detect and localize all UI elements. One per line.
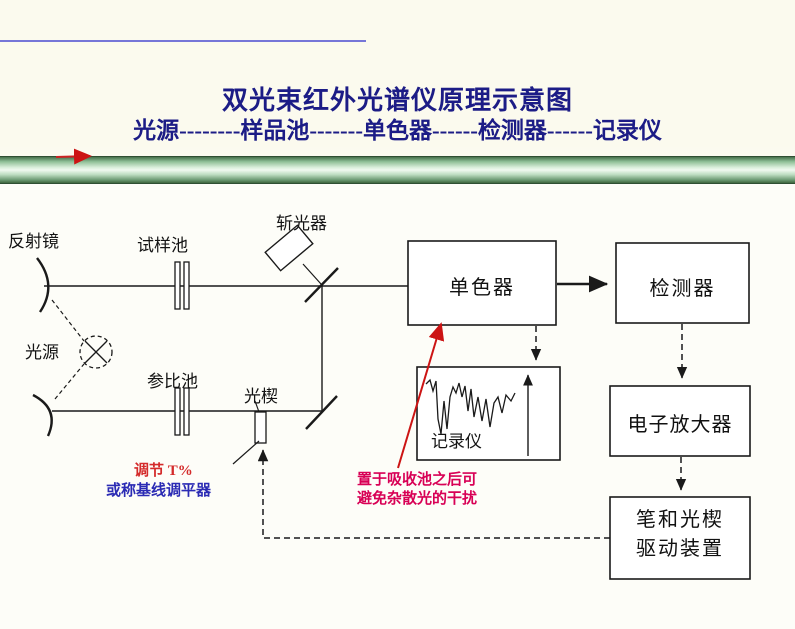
sample-cell-label: 试样池 — [137, 236, 188, 255]
sample-cell-symbol — [174, 261, 190, 310]
light-source-symbol — [51, 299, 113, 400]
amplifier-label: 电子放大器 — [627, 414, 733, 436]
detector-box — [615, 242, 750, 324]
bottom-fold-mirror — [305, 395, 338, 430]
monochromator-box — [407, 240, 557, 326]
bottom-reflector-mirror — [32, 393, 53, 437]
pen-drive-label-line1: 笔和光楔 — [636, 509, 724, 531]
top-reflector-mirror — [36, 257, 50, 313]
top-fold-mirror — [304, 267, 339, 303]
stray-light-note-line2: 避免杂散光的干扰 — [356, 491, 477, 507]
flow-subtitle: 光源--------样品池-------单色器------检测器------记录… — [133, 118, 662, 143]
pen-drive-box — [609, 496, 751, 580]
top-divider-line — [0, 40, 366, 42]
light-source-label: 光源 — [25, 343, 59, 362]
reference-cell-symbol — [174, 387, 190, 436]
chopper-symbol — [264, 224, 322, 285]
baseline-annotation: 或称基线调平器 — [106, 483, 212, 499]
mirror-label: 反射镜 — [8, 232, 59, 251]
recorder-spectrum-trace — [425, 374, 533, 456]
pen-drive-label-line2: 驱动装置 — [636, 538, 724, 560]
pendrive-to-wedge-arrow — [257, 449, 610, 539]
adjust-pointer-line — [232, 440, 260, 465]
note-pointer-red-arrow — [397, 322, 445, 469]
optical-wedge-symbol — [254, 400, 267, 444]
red-pointer-arrow — [55, 148, 92, 165]
pen-drive-label: 笔和光楔 驱动装置 — [610, 506, 750, 564]
amplifier-box — [609, 385, 751, 457]
green-divider-bar — [0, 156, 795, 184]
adjust-t-annotation: 调节 T% — [134, 463, 193, 479]
stray-light-note-line1: 置于吸收池之后可 — [356, 472, 477, 488]
detector-label: 检测器 — [649, 278, 716, 300]
chopper-label: 斩光器 — [276, 214, 327, 233]
recorder-label: 记录仪 — [431, 432, 482, 451]
monochromator-label: 单色器 — [449, 277, 515, 299]
reference-cell-label: 参比池 — [147, 372, 198, 391]
stray-light-note: 置于吸收池之后可 避免杂散光的干扰 — [332, 471, 502, 509]
wedge-label: 光楔 — [244, 387, 278, 406]
page-title: 双光束红外光谱仪原理示意图 — [221, 86, 573, 115]
